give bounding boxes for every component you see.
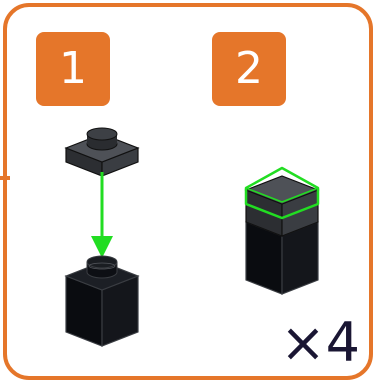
frame-tab [0,176,10,180]
dark-gray-plate-icon [64,127,140,177]
down-arrow-icon [91,172,113,258]
step-number-2: 2 [212,32,286,106]
quantity-label: ×4 [280,311,360,374]
black-brick-icon [64,255,140,347]
assembled-brick-icon [244,166,320,295]
step-number-1: 1 [36,32,110,106]
